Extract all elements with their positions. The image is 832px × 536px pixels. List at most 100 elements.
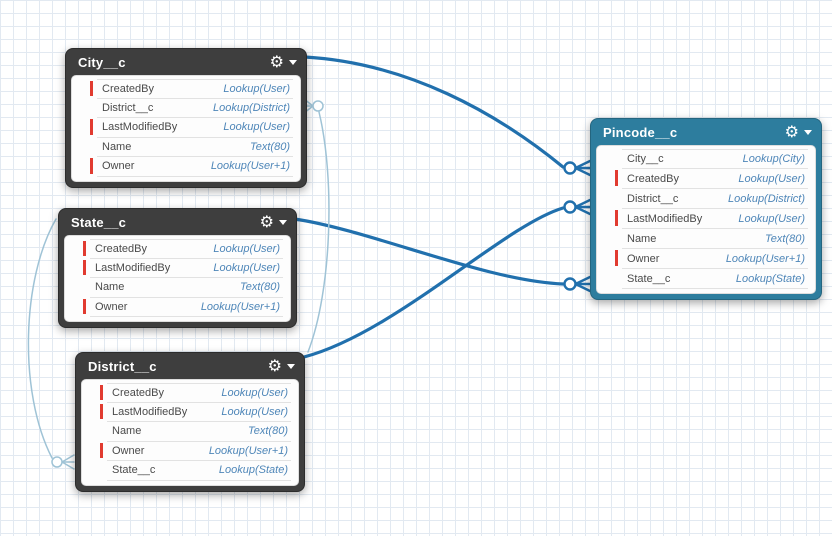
field-row-owner: Owner Lookup(User+1) <box>90 157 293 177</box>
caret-down-icon <box>289 59 297 65</box>
field-name: Name <box>112 425 142 438</box>
gear-icon: ⚙ <box>269 52 284 71</box>
crows-foot-circle <box>563 200 577 214</box>
field-name: State__c <box>627 272 671 285</box>
relationship-curve[interactable] <box>303 55 565 169</box>
field-name: Owner <box>102 160 135 173</box>
required-field-marker <box>100 442 103 458</box>
field-type: Lookup(District) <box>212 101 290 114</box>
relationship-curve[interactable] <box>293 217 565 286</box>
field-name: CreatedBy <box>112 386 164 399</box>
crows-foot-circle <box>312 100 324 112</box>
required-field-marker <box>615 250 618 266</box>
required-field-marker <box>83 298 86 314</box>
relationship-state-c-pincode-c[interactable] <box>293 217 592 293</box>
field-type: Lookup(User) <box>223 121 290 134</box>
field-row-state-c: State__c Lookup(State) <box>622 269 808 289</box>
field-row-createdby: CreatedBy Lookup(User) <box>615 169 808 189</box>
required-field-marker <box>90 81 93 96</box>
table-menu-button[interactable]: ⚙ <box>270 54 297 70</box>
crows-foot-prong <box>574 205 592 216</box>
field-type: Lookup(City) <box>742 153 805 165</box>
field-row-district-c: District__c Lookup(District) <box>622 189 808 209</box>
table-menu-button[interactable]: ⚙ <box>785 124 812 140</box>
field-type: Lookup(User) <box>223 82 290 95</box>
field-type: Lookup(User) <box>213 261 280 274</box>
crows-foot-prong <box>574 282 592 293</box>
table-title: State__c <box>71 214 127 230</box>
relationship-curve[interactable] <box>302 206 565 359</box>
crows-foot-prong <box>61 454 75 463</box>
table-header[interactable]: City__c ⚙ <box>66 49 306 75</box>
table-menu-button[interactable]: ⚙ <box>268 358 295 374</box>
field-name: District__c <box>102 101 154 114</box>
field-name: CreatedBy <box>102 82 154 95</box>
gear-icon: ⚙ <box>259 212 274 231</box>
field-name: LastModifiedBy <box>102 121 178 134</box>
caret-down-icon <box>279 219 287 225</box>
field-type: Text(80) <box>248 425 288 438</box>
field-name: Owner <box>112 444 145 457</box>
field-type: Lookup(State) <box>735 272 805 285</box>
crows-foot-prong <box>574 166 592 177</box>
relationship-city-c-pincode-c[interactable] <box>303 55 592 177</box>
field-name: CreatedBy <box>627 172 679 185</box>
required-field-marker <box>83 241 86 256</box>
caret-down-icon <box>287 363 295 369</box>
table-header[interactable]: District__c ⚙ <box>76 353 304 379</box>
required-field-marker <box>90 119 93 135</box>
relationship-district-c-pincode-c[interactable] <box>302 198 592 359</box>
field-name: State__c <box>112 464 156 477</box>
field-type: Lookup(User+1) <box>210 160 290 173</box>
field-row-owner: Owner Lookup(User+1) <box>83 298 283 317</box>
field-row-city-c: City__c Lookup(City) <box>622 149 808 169</box>
field-type: Text(80) <box>240 281 280 294</box>
field-row-district-c: District__c Lookup(District) <box>97 99 293 118</box>
table-header[interactable]: Pincode__c ⚙ <box>591 119 821 145</box>
required-field-marker <box>90 158 93 174</box>
table-header[interactable]: State__c ⚙ <box>59 209 296 235</box>
relationship-curve[interactable] <box>27 218 57 459</box>
relationship-state-c-district-c[interactable] <box>27 218 75 470</box>
required-field-marker <box>83 259 86 275</box>
field-type: Lookup(User) <box>738 172 805 185</box>
field-row-state-c: State__c Lookup(State) <box>107 461 291 481</box>
gear-icon: ⚙ <box>784 122 799 141</box>
table-menu-button[interactable]: ⚙ <box>260 214 287 230</box>
field-name: LastModifiedBy <box>112 405 188 418</box>
field-type: Lookup(User+1) <box>725 252 805 265</box>
table-title: Pincode__c <box>603 124 678 140</box>
relationship-curve[interactable] <box>307 111 330 353</box>
field-name: Name <box>627 232 657 245</box>
field-name: District__c <box>627 192 679 205</box>
field-name: Name <box>95 281 125 294</box>
field-type: Lookup(District) <box>727 192 805 205</box>
crows-foot-prong <box>61 461 75 470</box>
crows-foot-circle <box>51 456 63 468</box>
field-name: Owner <box>95 300 128 313</box>
table-title: City__c <box>78 54 126 70</box>
field-name: Name <box>102 140 132 153</box>
field-row-lastmodifiedby: LastModifiedBy Lookup(User) <box>90 118 293 138</box>
field-row-name: Name Text(80) <box>90 278 283 298</box>
field-type: Lookup(State) <box>218 464 288 477</box>
required-field-marker <box>615 210 618 226</box>
field-name: City__c <box>627 153 664 165</box>
table-title: District__c <box>88 358 157 374</box>
field-type: Lookup(User+1) <box>200 300 280 313</box>
